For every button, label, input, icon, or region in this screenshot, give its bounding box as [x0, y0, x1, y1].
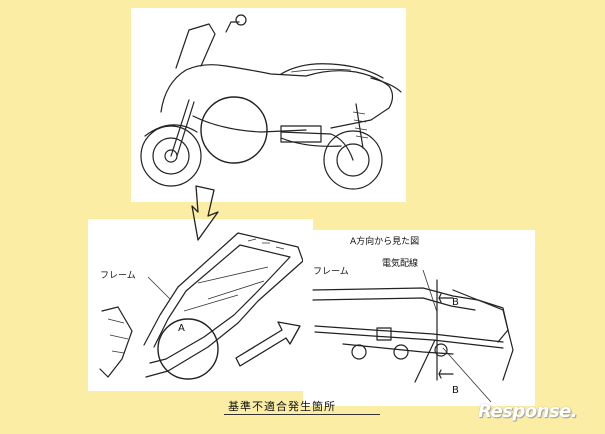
caption: 基準不適合発生箇所: [228, 400, 336, 413]
frame-illustration-panel: [88, 219, 313, 391]
scooter-illustration-panel: [131, 8, 406, 202]
caption-underline: [224, 414, 380, 415]
electrical-wiring-label: 電気配線: [382, 259, 419, 269]
marker-b-bottom-label: B: [452, 385, 459, 396]
arrow-right-icon: [235, 321, 301, 367]
frame-label-left: フレーム: [100, 271, 136, 281]
marker-b-top-label: B: [452, 297, 459, 308]
view-from-a-label: A方向から見た図: [350, 237, 420, 247]
frame-drawing: [99, 232, 304, 380]
scooter-drawing: [140, 14, 402, 190]
marker-a-label: A: [178, 323, 185, 334]
detail-view-panel: [303, 230, 535, 406]
response-watermark: Response.: [478, 401, 578, 422]
frame-label-right: フレーム: [313, 267, 349, 277]
detail-drawing: [312, 269, 514, 403]
arrow-down-icon: [191, 185, 219, 241]
